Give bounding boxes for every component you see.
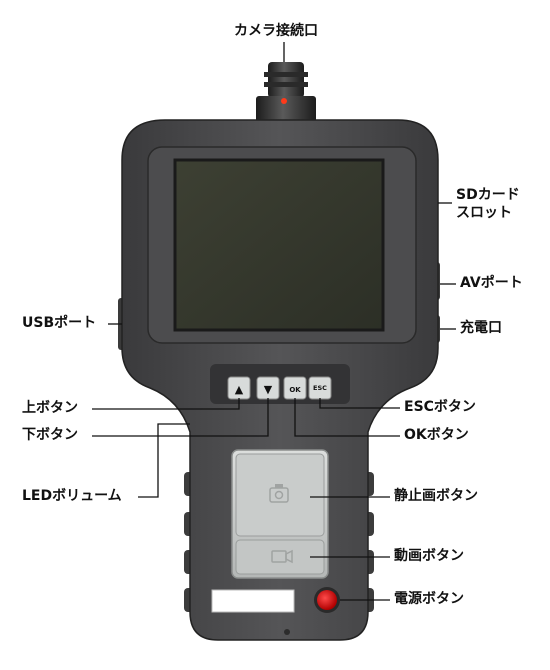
leader-up-button — [92, 398, 240, 410]
label-charge-port: 充電口 — [460, 320, 502, 336]
label-usb-port: USBポート — [22, 315, 97, 331]
ok-button[interactable]: OK — [283, 376, 307, 400]
lcd-screen — [173, 158, 385, 332]
label-camera-port: カメラ接続口 — [234, 23, 318, 39]
connector-led-dot — [281, 98, 287, 104]
label-plate — [211, 589, 295, 613]
label-down-button: 下ボタン — [22, 427, 78, 443]
label-up-button: 上ボタン — [22, 400, 78, 416]
shutter-panel — [231, 449, 329, 579]
label-ok-button: OKボタン — [404, 427, 469, 443]
label-sd-slot-line1: SDカード — [456, 187, 520, 203]
camera-connector — [256, 62, 316, 124]
connector-nut — [268, 62, 304, 98]
label-video-button: 動画ボタン — [394, 548, 464, 564]
esc-text: ESC — [313, 384, 327, 392]
label-still-button: 静止画ボタン — [394, 488, 478, 504]
power-button[interactable] — [317, 590, 337, 610]
leader-ok-button — [294, 398, 400, 437]
up-button[interactable]: ▲ — [227, 376, 251, 400]
ok-text: OK — [289, 386, 301, 394]
label-sd-slot-line2: スロット — [456, 205, 512, 221]
up-glyph: ▲ — [235, 383, 244, 396]
down-glyph: ▼ — [264, 383, 273, 396]
leader-led-volume — [138, 423, 190, 498]
label-sd-slot: SDカード スロット — [456, 186, 520, 222]
bottom-screw — [284, 629, 290, 635]
video-camera-icon — [271, 549, 293, 564]
label-led-volume: LEDボリューム — [22, 488, 122, 504]
leader-down-button — [92, 398, 269, 437]
connector-thread — [264, 82, 308, 87]
label-av-port: AVポート — [460, 275, 523, 291]
camera-icon — [269, 484, 289, 503]
connector-thread — [264, 72, 308, 77]
esc-button[interactable]: ESC — [308, 376, 332, 400]
leader-esc-button — [319, 398, 400, 409]
down-button[interactable]: ▼ — [256, 376, 280, 400]
connector-base — [256, 96, 316, 124]
label-power-button: 電源ボタン — [394, 591, 464, 607]
label-esc-button: ESCボタン — [404, 399, 476, 415]
leader-lines — [92, 42, 456, 601]
still-image-button[interactable] — [235, 453, 325, 537]
